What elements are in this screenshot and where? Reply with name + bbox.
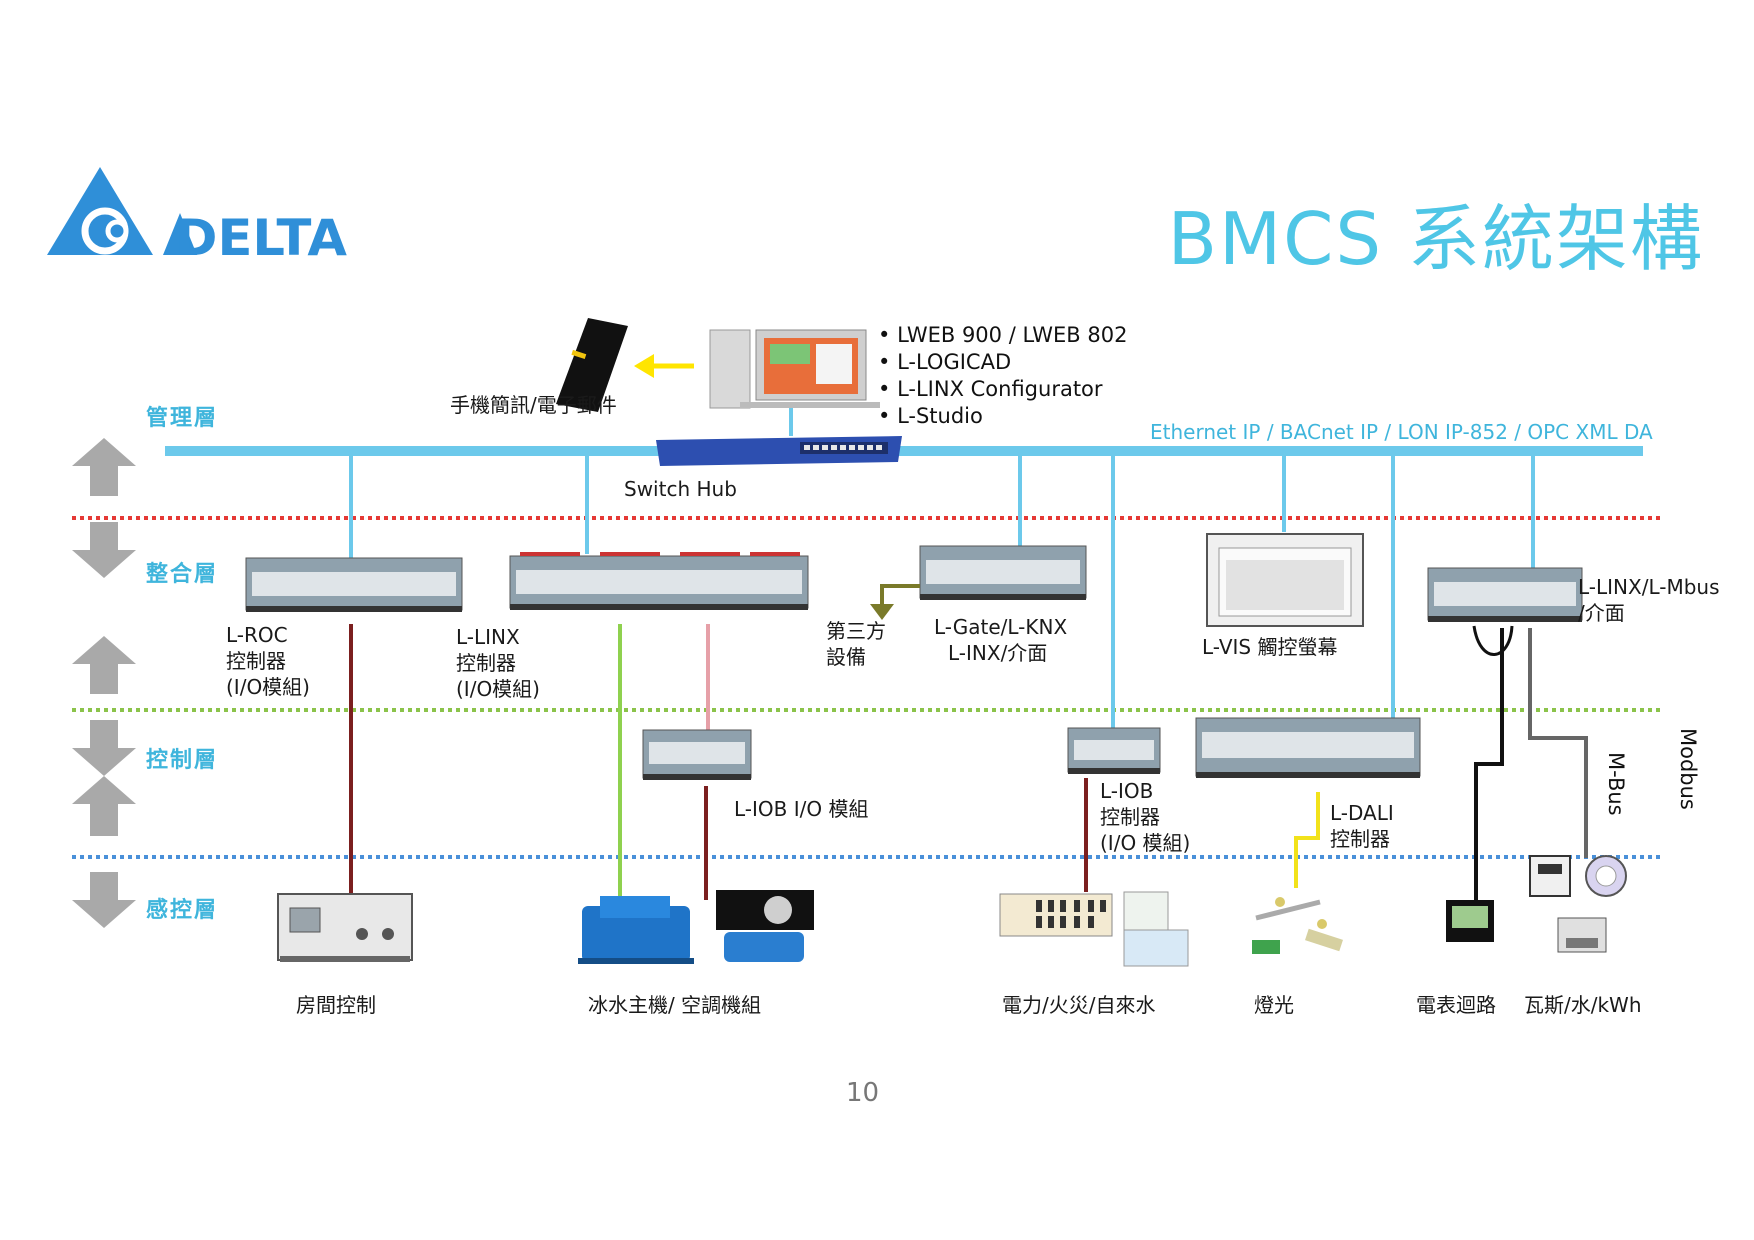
arrow-down-3 [72,872,136,928]
lroc-io: (I/O模組) [226,675,310,699]
wire-mbus-gas [1528,628,1588,858]
lmbus-interface: /介面 [1578,601,1625,625]
arrow-down-2 [72,720,136,776]
llinx-type: 控制器 [456,651,516,675]
field-meter-label: 電表迴路 [1416,993,1496,1017]
third-party-arrow [870,584,920,620]
room-control-panel [277,893,413,962]
llinx-name: L-LINX [456,625,520,649]
page-title: BMCS 系統架構 [1167,197,1704,281]
arrow-up-2 [72,636,136,694]
wire-mbus-loop [1472,625,1514,656]
liob-io-device [642,729,752,780]
lroc-device [245,557,463,612]
power-panel [999,891,1189,967]
software-list: LWEB 900 / LWEB 802 L-LOGICAD L-LINX Con… [878,322,1127,430]
protocol-label: Ethernet IP / BACnet IP / LON IP-852 / O… [1150,420,1653,444]
software-item: L-Studio [878,403,1127,430]
lgate-name: L-Gate/L-KNX [934,615,1068,639]
wire-ldali-light [1294,792,1320,888]
gas-meter [1557,917,1607,953]
notify-arrow-icon [634,354,694,378]
field-power-label: 電力/火災/自來水 [1002,993,1156,1017]
switch-hub-label: Switch Hub [624,477,737,501]
lmbus-name: L-LINX/L-Mbus [1578,575,1720,599]
kwh-meter [1529,855,1571,897]
llinx-device [509,552,809,610]
layer-label-management: 管理層 [146,406,219,431]
field-room-label: 房間控制 [296,993,376,1017]
ethernet-bus [165,446,1643,456]
delta-logo: DELTA [47,167,347,260]
liob-io: (I/O 模組) [1100,831,1191,855]
ahu-pump-unit [716,890,814,962]
lgate-interface: L-INX/介面 [948,641,1048,665]
lgate-device [919,545,1087,600]
mbus-label: M-Bus [1604,752,1628,816]
arrow-up-1 [72,438,136,496]
phone-notification-label: 手機簡訊/電子郵件 [450,393,617,417]
arrow-down-1 [72,522,136,578]
workstation-icon [709,329,880,409]
software-item: L-LINX Configurator [878,376,1127,403]
lroc-name: L-ROC [226,623,288,647]
wire-mbus-meter [1474,628,1504,900]
software-item: LWEB 900 / LWEB 802 [878,322,1127,349]
page-number: 10 [846,1078,880,1108]
logo-brand-text: DELTA [175,209,347,260]
ldali-device [1195,717,1421,778]
lvis-label: L-VIS 觸控螢幕 [1202,635,1338,659]
smartphone-icon [556,318,628,412]
liob-device [1067,727,1161,774]
third-party-line2: 設備 [826,645,866,669]
ldali-type: 控制器 [1330,827,1390,851]
chiller-unit [578,896,694,964]
software-item: L-LOGICAD [878,349,1127,376]
lighting-fixtures [1252,897,1343,954]
third-party-line1: 第三方 [826,619,886,643]
field-chiller-label: 冰水主機/ 空調機組 [588,993,762,1017]
ldali-name: L-DALI [1330,801,1394,825]
energy-meter [1446,900,1494,942]
lvis-device [1206,533,1364,627]
llinx-io: (I/O模組) [456,677,540,701]
lmbus-device [1427,567,1583,622]
arrow-up-3 [72,776,136,836]
layer-label-control: 控制層 [146,748,219,773]
field-light-label: 燈光 [1254,993,1294,1017]
liob-io-label: L-IOB I/O 模組 [734,797,869,821]
water-meter [1585,855,1627,897]
switch-hub-icon [656,436,902,466]
lroc-type: 控制器 [226,649,286,673]
field-gas-label: 瓦斯/水/kWh [1524,993,1642,1017]
liob-type: 控制器 [1100,805,1160,829]
modbus-label: Modbus [1676,728,1700,810]
liob-name: L-IOB [1100,779,1154,803]
layer-label-integration: 整合層 [146,562,219,587]
layer-label-sensing: 感控層 [146,898,219,923]
